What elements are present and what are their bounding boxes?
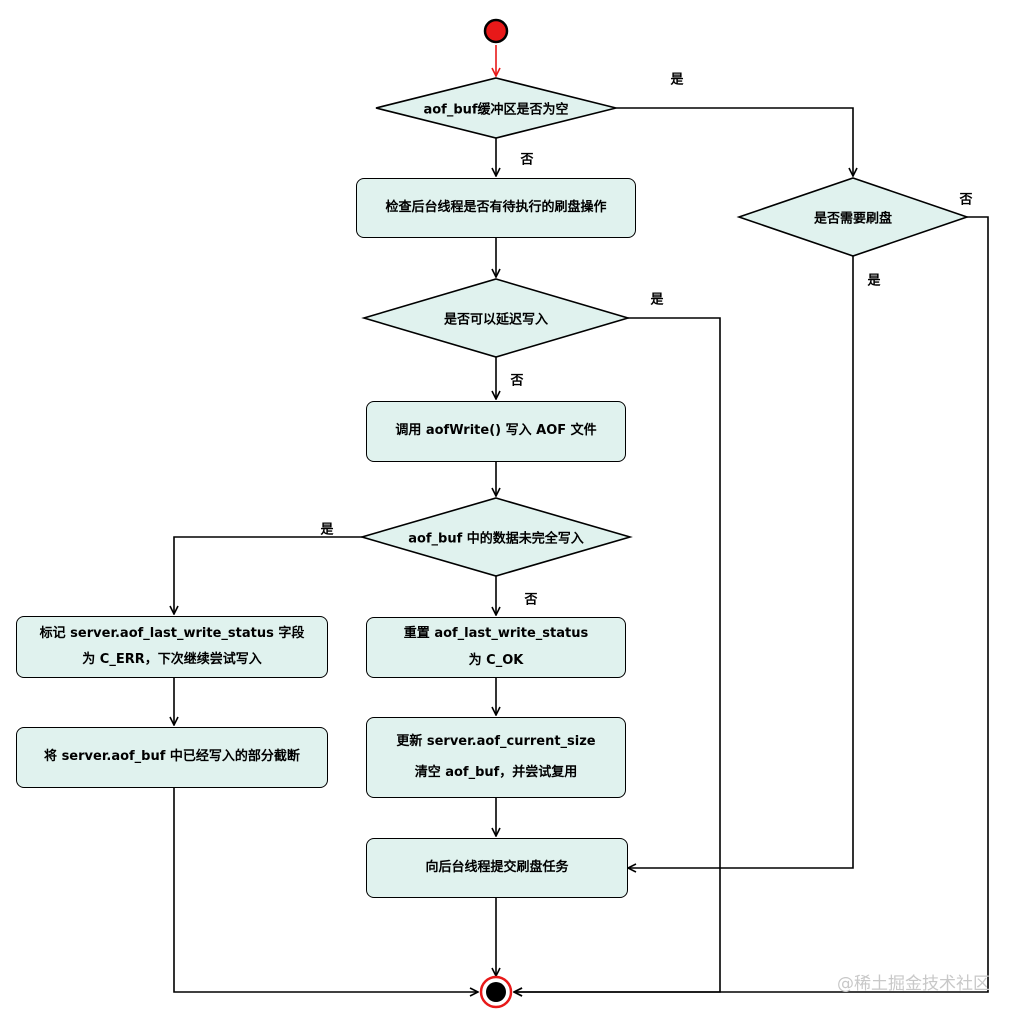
process-reset-line1: 重置 aof_last_write_status (403, 626, 589, 642)
process-mark-error-line1: 标记 server.aof_last_write_status 字段 (39, 625, 305, 641)
decision-can-delay-label: 是否可以延迟写入 (443, 312, 549, 328)
edge-p4-to-end (173, 788, 478, 992)
edge-label-d3-no: 否 (524, 592, 538, 608)
end-node-core (486, 982, 506, 1002)
process-reset-line2: 为 C_OK (468, 652, 524, 668)
process-update-current-size: 更新 server.aof_current_size 清空 aof_buf，并尝… (366, 717, 626, 798)
decision-aof-buf-empty-label: aof_buf缓冲区是否为空 (423, 102, 569, 118)
process-call-aofwrite-text: 调用 aofWrite() 写入 AOF 文件 (395, 423, 597, 439)
process-truncate-written-part: 将 server.aof_buf 中已经写入的部分截断 (16, 727, 328, 788)
process-truncate-text: 将 server.aof_buf 中已经写入的部分截断 (44, 749, 300, 765)
process-check-background-thread: 检查后台线程是否有待执行的刷盘操作 (356, 178, 636, 238)
process-call-aofwrite: 调用 aofWrite() 写入 AOF 文件 (366, 401, 626, 462)
process-mark-error-line2: 为 C_ERR，下次继续尝试写入 (82, 652, 262, 667)
edge-d4-no (514, 216, 989, 992)
process-update-line1: 更新 server.aof_current_size (396, 734, 596, 750)
edge-label-d1-no: 否 (520, 152, 534, 168)
edge-d4-yes (628, 256, 854, 868)
edge-d3-yes (174, 536, 362, 614)
edge-label-d2-yes: 是 (650, 292, 664, 308)
edge-label-d3-yes: 是 (320, 522, 334, 538)
process-submit-flush-text: 向后台线程提交刷盘任务 (425, 859, 569, 875)
process-update-line2: 清空 aof_buf，并尝试复用 (414, 764, 578, 780)
edge-label-d1-yes: 是 (670, 72, 684, 88)
process-reset-write-status: 重置 aof_last_write_status 为 C_OK (366, 617, 626, 678)
edge-label-d4-no: 否 (959, 192, 973, 208)
edge-label-d2-no: 否 (510, 373, 524, 389)
decision-need-flush-label: 是否需要刷盘 (813, 211, 893, 227)
edge-d1-yes (616, 107, 853, 176)
process-mark-write-status-error: 标记 server.aof_last_write_status 字段 为 C_E… (16, 616, 328, 678)
process-check-background-thread-text: 检查后台线程是否有待执行的刷盘操作 (385, 199, 607, 215)
decision-not-fully-written-label: aof_buf 中的数据未完全写入 (408, 531, 584, 547)
start-node (483, 18, 509, 44)
watermark: @稀土掘金技术社区 (837, 974, 990, 994)
process-submit-flush-task: 向后台线程提交刷盘任务 (366, 838, 628, 898)
edge-label-d4-yes: 是 (867, 273, 881, 289)
